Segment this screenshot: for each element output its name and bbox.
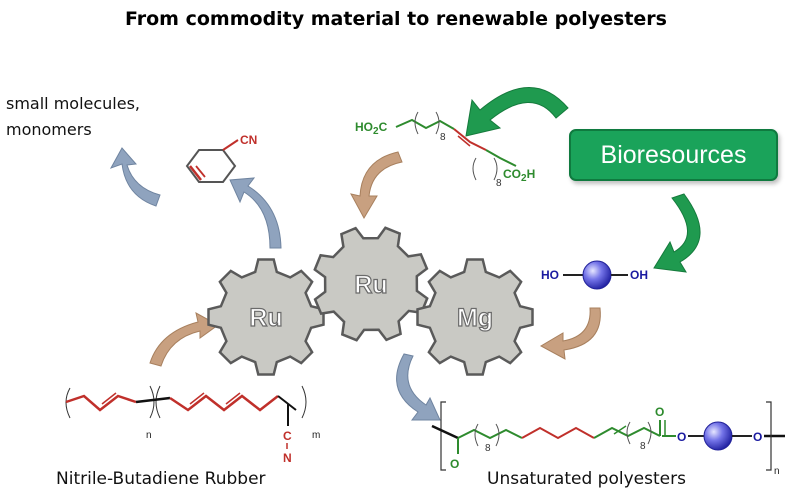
gear-1-label: Ru — [249, 304, 282, 332]
arrow-diol-to-gear — [539, 307, 601, 360]
diacid-sub8-a: 8 — [440, 132, 446, 143]
diacid-sub8-b: 8 — [496, 178, 502, 189]
arrow-ring-to-monomers — [109, 147, 161, 207]
diol: HO OH — [541, 260, 648, 290]
cn-text: CN — [240, 133, 257, 147]
pe-o-top: O — [655, 405, 664, 419]
polyester-structure: O 8 8 O O O n — [431, 401, 785, 477]
gear-1 — [207, 258, 325, 376]
pe-n-sub: n — [774, 466, 780, 477]
nbr-label: Nitrile-Butadiene Rubber — [56, 469, 266, 489]
diol-oh-text: OH — [630, 268, 648, 282]
arrow-bioresources-to-diacid — [465, 87, 569, 137]
unsaturated-diacid: HO2C 8 8 CO2H — [355, 111, 535, 189]
arrow-gear-to-polyesters — [396, 353, 441, 421]
arrow-diacid-to-gear — [350, 151, 403, 220]
arrow-gear-to-ring — [229, 177, 282, 249]
bioresources-box: Bioresources — [569, 129, 778, 181]
diol-ho-text: HO — [541, 268, 559, 282]
nbr-m-sub: m — [312, 430, 320, 441]
polyesters-label: Unsaturated polyesters — [487, 469, 686, 489]
arrow-bioresources-to-diol — [653, 193, 701, 273]
cyclohexene-carbonitrile: CN — [185, 133, 257, 183]
small-molecules-label: small molecules, — [6, 94, 141, 113]
pe-o-link1: O — [677, 430, 686, 444]
nbr-structure: n C N m — [65, 385, 320, 465]
gear-2-label: Ru — [354, 271, 387, 299]
pe-8b: 8 — [640, 441, 646, 452]
pe-o-bottom: O — [450, 457, 459, 471]
pe-8a: 8 — [485, 443, 491, 454]
pe-o-link2: O — [753, 430, 762, 444]
nbr-c-text: C — [283, 429, 292, 443]
gear-3-label: Mg — [457, 304, 493, 332]
gear-2 — [313, 226, 429, 342]
nbr-n-sub: n — [146, 430, 152, 441]
gear-3 — [416, 258, 534, 376]
diacid-left-ho: HO2C — [355, 120, 388, 137]
pe-ball — [703, 421, 733, 451]
page-title: From commodity material to renewable pol… — [125, 8, 667, 30]
diacid-right-co2h: CO2H — [503, 167, 535, 184]
nbr-n-text: N — [283, 451, 292, 465]
bioresources-label: Bioresources — [600, 140, 747, 169]
diol-ball — [582, 260, 612, 290]
monomers-label: monomers — [6, 120, 92, 139]
